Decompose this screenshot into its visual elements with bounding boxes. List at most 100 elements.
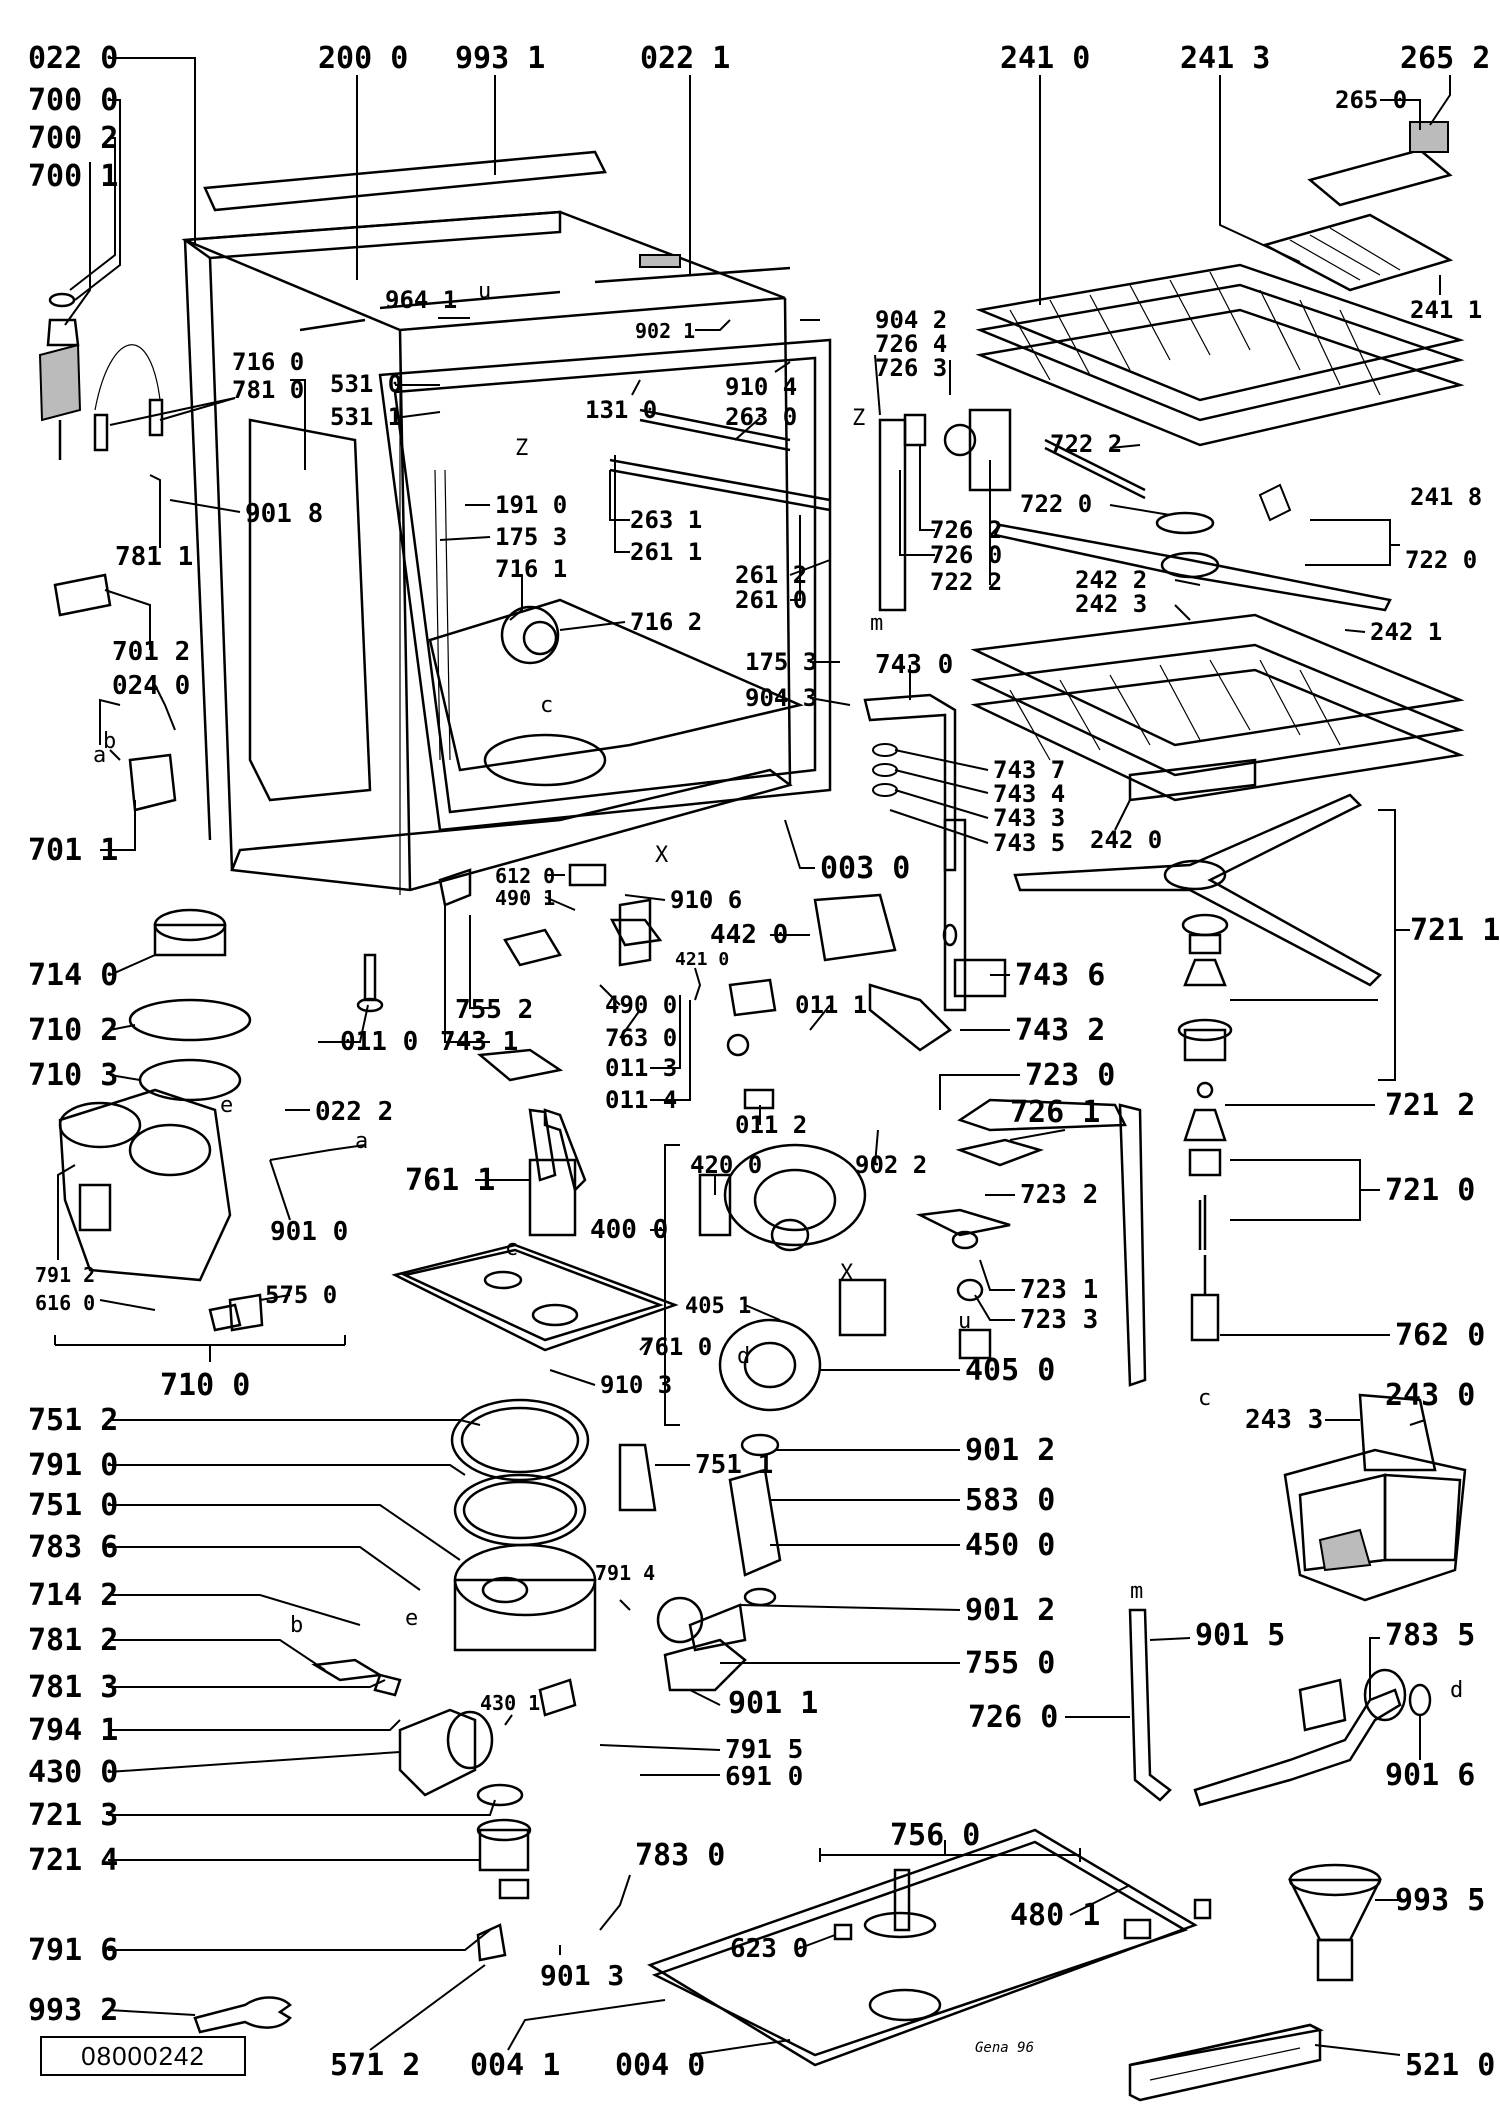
letter-b-1: b: [103, 729, 116, 754]
letter-x-1: X: [655, 843, 669, 868]
label-756-0: 756 0: [890, 1818, 980, 1853]
letter-a-1: a: [93, 743, 106, 768]
label-710-3: 710 3: [28, 1058, 118, 1093]
label-450-0: 450 0: [965, 1528, 1055, 1563]
label-901-0: 901 0: [270, 1217, 348, 1247]
label-490-1: 490 1: [495, 886, 555, 910]
label-901-1: 901 1: [728, 1686, 818, 1721]
label-583-0: 583 0: [965, 1483, 1055, 1518]
label-901-2-a: 901 2: [965, 1433, 1055, 1468]
label-263-0: 263 0: [725, 403, 797, 431]
label-571-2: 571 2: [330, 2048, 420, 2083]
label-783-6: 783 6: [28, 1530, 118, 1565]
label-726-2: 726 2: [930, 516, 1002, 544]
label-743-4: 743 4: [993, 780, 1065, 808]
letter-d-2: d: [1450, 1678, 1463, 1703]
label-003-0: 003 0: [820, 851, 910, 886]
label-902-2: 902 2: [855, 1151, 927, 1179]
label-743-0: 743 0: [875, 650, 953, 680]
label-910-6: 910 6: [670, 886, 742, 914]
letter-c-2: c: [505, 1236, 518, 1261]
top-strip-part: [203, 150, 607, 212]
label-794-1: 794 1: [28, 1713, 118, 1748]
label-751-2: 751 2: [28, 1403, 118, 1438]
label-993-5: 993 5: [1395, 1883, 1485, 1918]
label-721-4: 721 4: [28, 1843, 118, 1878]
letter-m-2: m: [1130, 1579, 1143, 1604]
label-721-1: 721 1: [1410, 913, 1500, 948]
label-442-0: 442 0: [710, 920, 788, 950]
label-755-2: 755 2: [455, 995, 533, 1025]
label-131-0: 131 0: [585, 396, 657, 424]
label-726-4: 726 4: [875, 330, 947, 358]
label-175-3-b: 175 3: [745, 648, 817, 676]
funnel-part: [1287, 1863, 1383, 1982]
label-241-8: 241 8: [1410, 483, 1482, 511]
label-783-0: 783 0: [635, 1838, 725, 1873]
inlet-hose-part: [38, 292, 177, 812]
label-781-2: 781 2: [28, 1623, 118, 1658]
label-623-0: 623 0: [730, 1934, 808, 1964]
label-022-0: 022 0: [28, 41, 118, 76]
label-011-3: 011 3: [605, 1054, 677, 1082]
label-904-2: 904 2: [875, 306, 947, 334]
upper-basket-part: [975, 263, 1465, 447]
letter-u-2: u: [958, 1309, 971, 1334]
label-175-3-a: 175 3: [495, 523, 567, 551]
label-721-2: 721 2: [1385, 1088, 1475, 1123]
label-430-0: 430 0: [28, 1755, 118, 1790]
part-labels: 022 0 700 0 700 2 700 1 200 0 993 1 022 …: [28, 41, 1500, 2083]
label-723-0: 723 0: [1025, 1058, 1115, 1093]
letter-e-2: e: [405, 1606, 418, 1631]
label-241-3: 241 3: [1180, 41, 1270, 76]
signature-text: Gena 96: [975, 2040, 1034, 2056]
label-901-2-b: 901 2: [965, 1593, 1055, 1628]
document-number-box: 08000242: [40, 2036, 246, 2076]
label-743-2: 743 2: [1015, 1013, 1105, 1048]
label-691-0: 691 0: [725, 1762, 803, 1792]
label-405-1: 405 1: [685, 1294, 751, 1319]
label-400-0: 400 0: [590, 1215, 668, 1245]
label-722-0-a: 722 0: [1020, 490, 1092, 518]
label-993-2: 993 2: [28, 1993, 118, 2028]
label-714-2: 714 2: [28, 1578, 118, 1613]
label-904-3: 904 3: [745, 684, 817, 712]
wrench-part: [193, 1996, 292, 2034]
label-721-0: 721 0: [1385, 1173, 1475, 1208]
label-700-2: 700 2: [28, 121, 118, 156]
label-575-0: 575 0: [265, 1281, 337, 1309]
label-901-5: 901 5: [1195, 1618, 1285, 1653]
label-716-0: 716 0: [232, 348, 304, 376]
cutlery-basket-part: [1283, 1393, 1467, 1602]
lower-spray-arm-part: [1013, 793, 1383, 1342]
label-480-1: 480 1: [1010, 1898, 1100, 1933]
label-521-0: 521 0: [1405, 2048, 1495, 2083]
label-726-0-a: 726 0: [930, 541, 1002, 569]
misc-small-parts: [208, 863, 1212, 1940]
label-531-1: 531 1: [330, 403, 402, 431]
label-241-1: 241 1: [1410, 296, 1482, 324]
letter-m-1: m: [870, 611, 883, 636]
label-751-1: 751 1: [695, 1450, 773, 1480]
label-781-0: 781 0: [232, 376, 304, 404]
label-910-4: 910 4: [725, 373, 797, 401]
label-701-1: 701 1: [28, 833, 118, 868]
label-531-0: 531 0: [330, 370, 402, 398]
cabinet-frame-part: [181, 210, 832, 895]
label-901-3: 901 3: [540, 1959, 624, 1992]
label-743-7: 743 7: [993, 756, 1065, 784]
label-004-0: 004 0: [615, 2048, 705, 2083]
label-781-1: 781 1: [115, 542, 193, 572]
upper-spray-arm-part: [993, 438, 1392, 612]
label-242-2: 242 2: [1075, 566, 1147, 594]
label-261-1: 261 1: [630, 538, 702, 566]
label-781-3: 781 3: [28, 1670, 118, 1705]
label-421-0: 421 0: [675, 949, 729, 970]
label-722-2: 722 2: [1050, 430, 1122, 458]
label-022-2: 022 2: [315, 1097, 393, 1127]
letter-z-1: Z: [515, 436, 528, 461]
label-763-0: 763 0: [605, 1024, 677, 1052]
drain-hose-part: [1128, 1608, 1432, 1807]
connection-letters: a b a b c c c d d e e m m X X Z Z u u: [93, 279, 1463, 1703]
